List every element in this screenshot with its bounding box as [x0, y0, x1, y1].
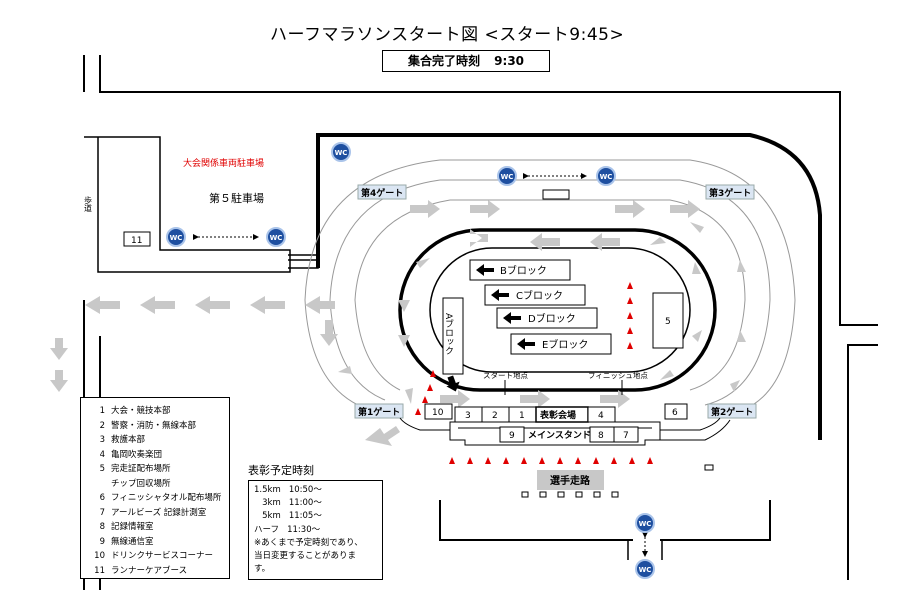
runner-path-label: 選手走路: [550, 474, 591, 487]
svg-text:WC: WC: [170, 234, 183, 242]
block-a-label: Aブロック: [443, 313, 453, 355]
svg-text:7: 7: [623, 431, 629, 441]
flow-arrows: [50, 200, 746, 446]
stand-wing-right: [660, 417, 731, 441]
gate-1-label: 第1ゲート: [358, 406, 400, 418]
svg-text:10: 10: [432, 408, 444, 418]
block-e: [510, 333, 612, 355]
block-d-label: Dブロック: [528, 312, 576, 325]
box-7: [613, 426, 639, 443]
wc-icon: WC: [266, 227, 286, 247]
gate-4-label: 第4ゲート: [361, 187, 403, 199]
box-4: [587, 406, 616, 423]
box-11: [123, 231, 151, 247]
stand-wing-left: [399, 417, 450, 431]
stadium-outer-wall: [316, 133, 822, 440]
box-9: [499, 426, 525, 443]
parking-lot-5: [84, 136, 319, 273]
small-kiosk: [704, 464, 714, 471]
svg-text:8: 8: [598, 431, 604, 441]
award-schedule: 1.5km 10:50～ 3km 11:00～ 5km 11:05～ ハーフ 1…: [248, 480, 383, 580]
wc-icon: WC: [635, 513, 655, 533]
cones: [415, 282, 653, 464]
block-d: [496, 307, 598, 329]
bollards: [521, 491, 619, 498]
svg-text:11: 11: [131, 236, 142, 246]
wc-icon: WC: [635, 559, 655, 579]
box-6: [664, 403, 688, 420]
schedule-note: す。: [254, 564, 271, 575]
svg-text:WC: WC: [639, 520, 652, 528]
wc-connectors: [193, 173, 648, 557]
start-point-label: スタート地点: [483, 370, 528, 380]
official-parking-label: 大会関係車両駐車場: [183, 157, 264, 169]
running-track: [398, 228, 717, 392]
schedule-note: 当日変更することがありま: [254, 551, 357, 562]
svg-text:6: 6: [672, 408, 678, 418]
legend-item: チップ回収場所: [111, 478, 171, 489]
wc-icon: WC: [497, 166, 517, 186]
svg-text:WC: WC: [639, 566, 652, 574]
podium-label: 表彰会場: [539, 409, 576, 421]
svg-text:WC: WC: [270, 234, 283, 242]
award-schedule-title: 表彰予定時刻: [248, 464, 314, 477]
assembly-time: 9:30: [494, 54, 525, 68]
svg-text:5: 5: [665, 317, 671, 327]
concourse-kiosk: [542, 189, 570, 200]
block-c-label: Cブロック: [516, 289, 563, 302]
block-b-label: Bブロック: [500, 264, 547, 277]
wc-icon: WC: [166, 227, 186, 247]
parking-lot-5-label: 第５駐車場: [209, 191, 264, 205]
wc-icon: WC: [331, 142, 351, 162]
schedule-row: 1.5km 10:50～: [254, 485, 322, 495]
block-b: [469, 259, 571, 281]
svg-text:3: 3: [465, 411, 471, 421]
sidewalk-label: 歩道: [84, 195, 93, 213]
block-e-label: Eブロック: [542, 338, 588, 351]
svg-text:9: 9: [509, 431, 515, 441]
gate-2-label: 第2ゲート: [711, 406, 753, 418]
assembly-time-box: 集合完了時刻 9:30: [382, 50, 550, 72]
schedule-note: ※あくまで予定時刻であり、: [254, 537, 363, 548]
main-stand-label: メインスタンド: [528, 429, 591, 441]
block-a: [442, 297, 464, 392]
finish-point-label: フィニッシュ地点: [588, 370, 648, 380]
svg-text:WC: WC: [600, 173, 613, 181]
svg-text:4: 4: [598, 411, 604, 421]
assembly-label: 集合完了時刻: [407, 54, 480, 68]
gates: [354, 184, 757, 419]
schedule-row: 5km 11:05～: [262, 511, 322, 522]
wc-icon: WC: [596, 166, 616, 186]
gate-3-label: 第3ゲート: [709, 187, 751, 199]
exit-lane: [627, 540, 663, 560]
infield: [429, 247, 691, 373]
block-c: [484, 284, 586, 306]
runner-path: [537, 470, 604, 490]
svg-text:1: 1: [519, 411, 525, 421]
svg-text:WC: WC: [335, 149, 348, 157]
box-10: [424, 403, 453, 420]
box-5: [652, 292, 684, 349]
svg-text:2: 2: [492, 411, 498, 421]
schedule-row: 3km 11:00～: [262, 498, 322, 509]
svg-text:WC: WC: [501, 173, 514, 181]
page-title: ハーフマラソンスタート図 <スタート9:45>: [270, 25, 625, 45]
schedule-row: ハーフ 11:30～: [254, 524, 321, 535]
